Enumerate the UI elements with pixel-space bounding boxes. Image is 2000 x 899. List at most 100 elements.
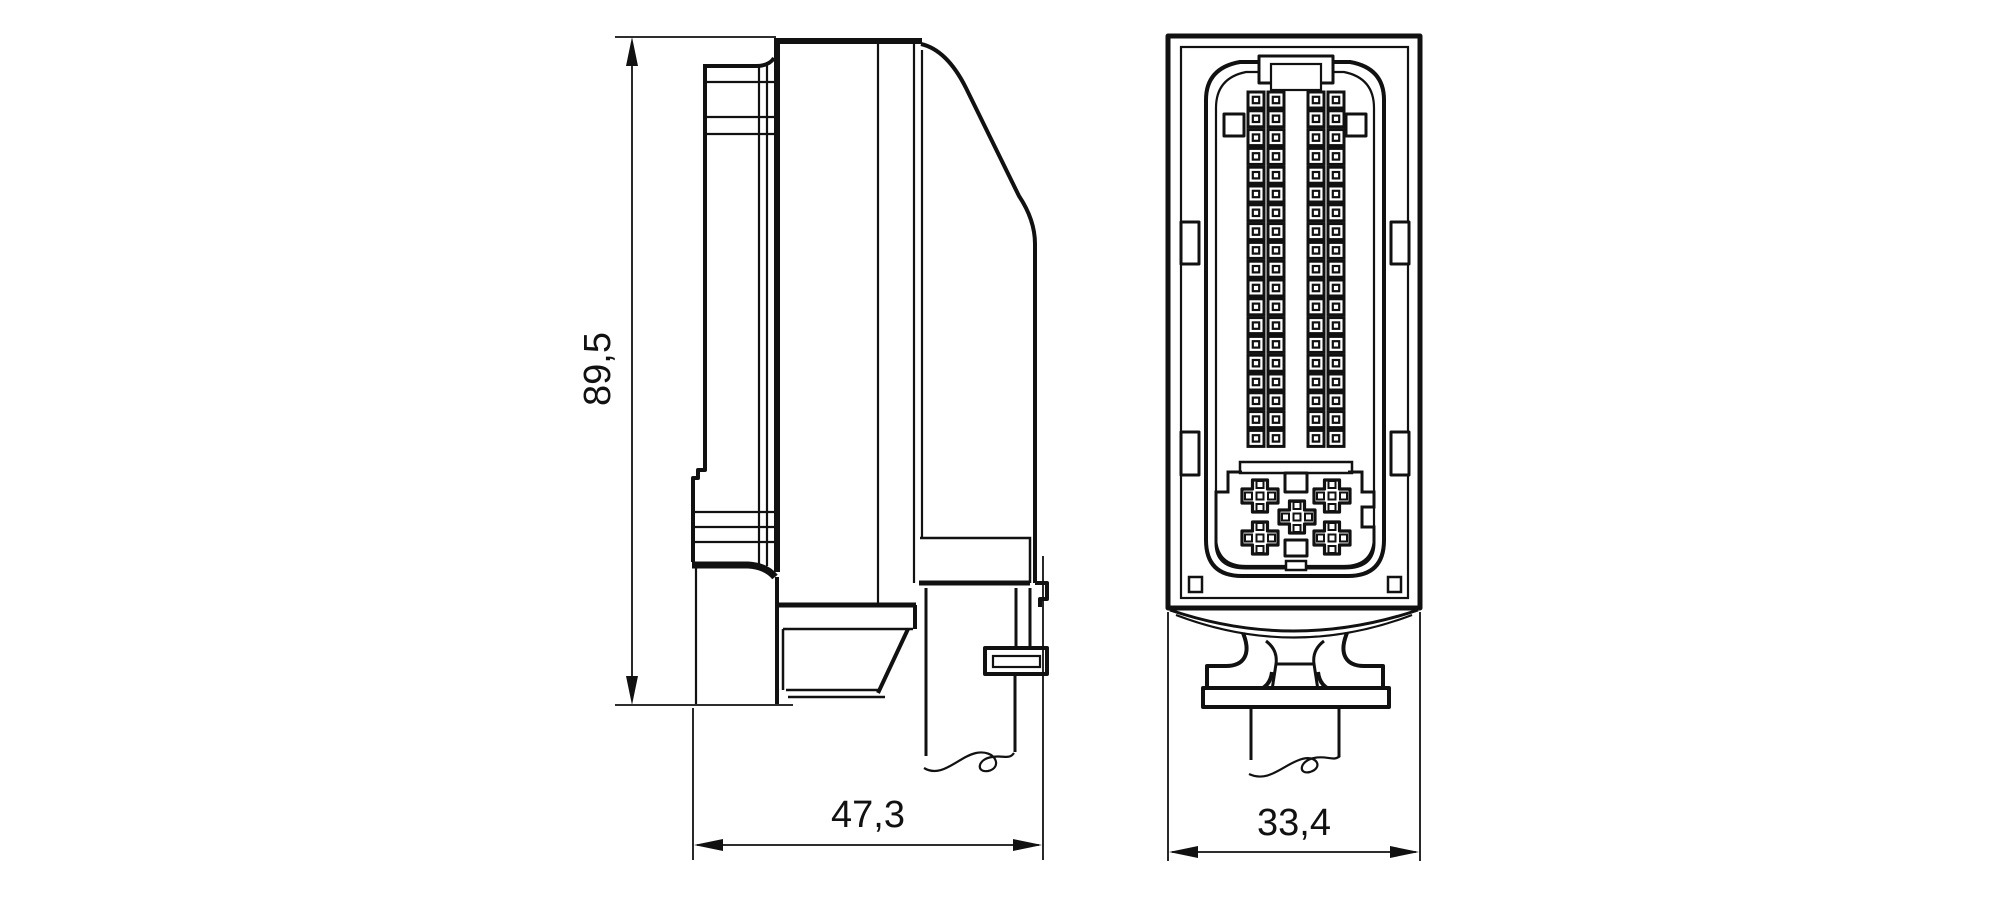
side-view: 89,5 47,3 xyxy=(577,36,1049,860)
chamber-center-bar xyxy=(1284,559,1308,572)
pin-contact xyxy=(1306,297,1326,317)
pin-contact xyxy=(1266,316,1286,336)
pin-contact xyxy=(1266,203,1286,223)
side-tab xyxy=(1389,430,1411,477)
pin-contact xyxy=(1326,90,1346,110)
pin-contact xyxy=(1326,372,1346,392)
pin-contact xyxy=(1246,428,1266,448)
pin-contact xyxy=(1306,109,1326,129)
dimension-width-side: 47,3 xyxy=(692,556,1044,860)
main-slope-right-edge xyxy=(920,42,1037,583)
shell-outline xyxy=(1204,60,1386,578)
chamber-divider-bar xyxy=(1238,460,1354,475)
pin-contact xyxy=(1246,240,1266,260)
main-inner-lines xyxy=(876,44,924,603)
dimension-height: 89,5 xyxy=(577,36,793,706)
side-view-rear-housing xyxy=(691,39,780,704)
pin-contact xyxy=(1246,184,1266,204)
pin-contact xyxy=(1246,278,1266,298)
smile-curve-inner xyxy=(1175,613,1413,639)
foot-slant xyxy=(876,628,910,694)
pin-contact xyxy=(1246,259,1266,279)
pin-contact xyxy=(1266,146,1286,166)
rear-shelf xyxy=(692,561,778,580)
pin-contact xyxy=(1326,391,1346,411)
pin-contact xyxy=(1306,128,1326,148)
pin-contact xyxy=(1306,184,1326,204)
dim-width-front-label: 33,4 xyxy=(1257,802,1331,844)
cable-front-edges xyxy=(1249,707,1341,760)
pin-contact xyxy=(1246,353,1266,373)
pin-contact xyxy=(1306,372,1326,392)
right-edge-catch xyxy=(1035,581,1049,607)
chamber-center-slot-top xyxy=(1283,471,1309,494)
dim-height-label: 89,5 xyxy=(577,332,619,406)
pin-contact xyxy=(1266,278,1286,298)
pin-contact xyxy=(1266,109,1286,129)
pin-contact xyxy=(1306,428,1326,448)
pin-contact xyxy=(1326,278,1346,298)
pin-contact xyxy=(1306,334,1326,354)
bottom-notch xyxy=(1386,575,1403,594)
pin-contact xyxy=(1306,90,1326,110)
pin-contact xyxy=(1306,222,1326,242)
side-view-foot xyxy=(781,627,913,699)
dimension-width-front: 33,4 xyxy=(1167,612,1421,861)
pin-contact xyxy=(1326,353,1346,373)
pin-contact xyxy=(1326,146,1346,166)
cable-front-break-line xyxy=(1248,755,1341,778)
arrow-down xyxy=(626,676,638,705)
clamp-ear-left xyxy=(1205,632,1274,692)
power-contact xyxy=(1240,520,1280,556)
pin-contact xyxy=(1306,391,1326,411)
pin-contact xyxy=(1246,165,1266,185)
pin-contact xyxy=(1246,146,1266,166)
latch-lines-top xyxy=(705,80,777,136)
dim-width-side-label: 47,3 xyxy=(831,794,905,836)
corner-notch xyxy=(1222,112,1246,138)
pin-contact xyxy=(1326,316,1346,336)
pin-contact xyxy=(1266,428,1286,448)
pin-contact xyxy=(1306,203,1326,223)
arrow-left xyxy=(694,839,723,851)
power-contact xyxy=(1240,478,1280,514)
corner-notch xyxy=(1344,112,1368,138)
side-view-main-housing xyxy=(774,38,1049,773)
pin-contact xyxy=(1246,334,1266,354)
pin-contact xyxy=(1266,391,1286,411)
pin-contact xyxy=(1246,90,1266,110)
pin-contact xyxy=(1326,297,1346,317)
pin-contact xyxy=(1266,259,1286,279)
pin-contact xyxy=(1326,184,1346,204)
pin-contact xyxy=(1266,410,1286,430)
power-contact xyxy=(1312,520,1352,556)
front-side-tabs xyxy=(1179,220,1411,477)
cable-side-break-line xyxy=(923,751,1015,773)
arrow-up xyxy=(626,37,638,66)
pin-contact xyxy=(1246,316,1266,336)
front-view: 33,4 xyxy=(1165,33,1423,861)
pin-contact xyxy=(1266,334,1286,354)
pin-contact xyxy=(1306,165,1326,185)
pin-contact xyxy=(1266,240,1286,260)
pin-contact xyxy=(1246,109,1266,129)
pin-contact xyxy=(1266,165,1286,185)
pin-contact xyxy=(1326,128,1346,148)
rear-hinge-strip xyxy=(757,62,769,566)
pin-contact xyxy=(1246,391,1266,411)
pin-contact xyxy=(1306,240,1326,260)
side-tab xyxy=(1179,430,1201,477)
pin-contact xyxy=(1306,278,1326,298)
pin-contact xyxy=(1246,372,1266,392)
power-contact xyxy=(1312,478,1352,514)
side-tab xyxy=(1389,220,1411,266)
pin-contact xyxy=(1326,203,1346,223)
pin-contact xyxy=(1326,410,1346,430)
chamber-outline xyxy=(1214,470,1376,570)
flange-bar-slot xyxy=(991,654,1042,669)
side-band xyxy=(920,536,1032,583)
shell-inner-line xyxy=(1214,70,1376,568)
arrow-right xyxy=(1013,839,1042,851)
pin-contact xyxy=(1326,222,1346,242)
